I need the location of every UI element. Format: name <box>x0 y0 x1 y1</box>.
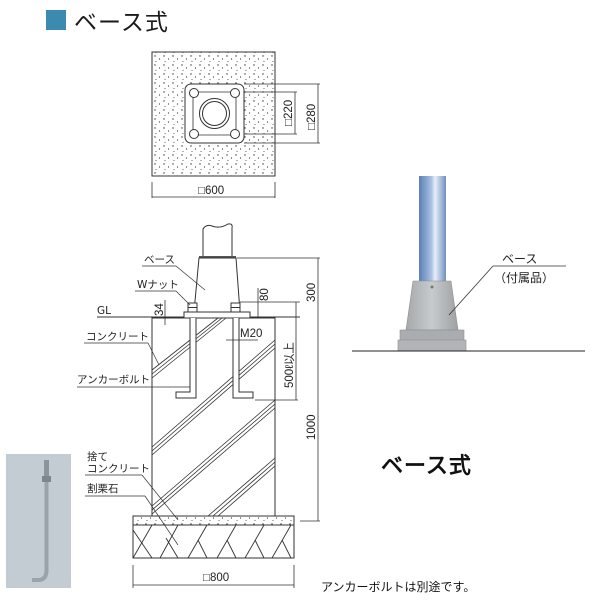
label-lean-concrete-1: 捨て <box>87 450 108 463</box>
dim-600: □600 <box>198 185 224 197</box>
label-anchor-bolt: アンカーボルト <box>77 374 150 386</box>
anchor-bolt-note: アンカーボルトは別途です。 <box>321 580 476 594</box>
label-concrete: コンクリート <box>86 331 149 343</box>
label-lean-concrete-2: コンクリート <box>87 463 150 475</box>
dim-280: □280 <box>306 104 318 130</box>
photo-label-accessory: （付属品） <box>494 271 554 285</box>
label-gl: GL <box>97 305 111 317</box>
diagram-caption: ベース式 <box>381 454 472 479</box>
title-marker <box>46 10 66 30</box>
dim-80: 80 <box>259 288 271 301</box>
post-photo: ベース （付属品） <box>352 176 585 352</box>
dim-220: □220 <box>283 100 295 126</box>
title-text: ベース式 <box>74 10 169 36</box>
label-base: ベース <box>144 254 175 266</box>
section-view: □800 300 1000 80 500ℓ以上 M20 34 ベース Wナット … <box>77 223 320 588</box>
label-crushed-stone: 割栗石 <box>87 482 119 495</box>
dim-34: 34 <box>154 303 166 316</box>
dim-800: □800 <box>203 572 229 584</box>
page-title: ベース式 <box>46 3 169 37</box>
photo-label-base: ベース <box>502 252 537 266</box>
dim-m20: M20 <box>240 328 262 340</box>
dim-300: 300 <box>306 283 318 302</box>
dim-embed: 500ℓ以上 <box>283 342 296 388</box>
plan-view: □220 □280 □600 <box>151 51 320 198</box>
anchor-bolt-photo <box>6 454 71 588</box>
label-w-nut: Wナット <box>137 279 179 291</box>
dim-1000: 1000 <box>306 414 318 440</box>
